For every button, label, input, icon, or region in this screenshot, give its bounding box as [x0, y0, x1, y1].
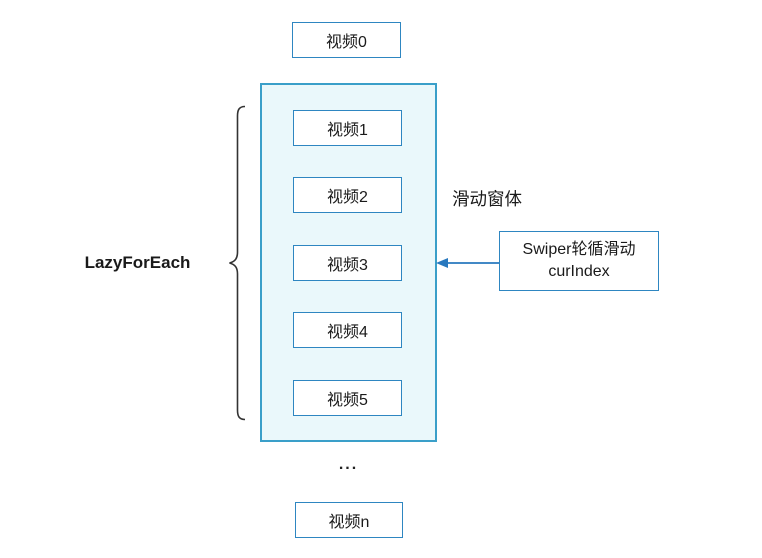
video-3-box: 视频3 [293, 245, 402, 281]
sliding-window-label: 滑动窗体 [452, 189, 522, 209]
video-0-box: 视频0 [292, 22, 401, 58]
video-0-label: 视频0 [326, 34, 367, 51]
video-5-label: 视频5 [327, 392, 368, 409]
video-4-label: 视频4 [327, 324, 368, 341]
video-4-box: 视频4 [293, 312, 402, 348]
swiper-line2: curIndex [548, 263, 610, 280]
swiper-line1: Swiper轮循滑动 [522, 241, 636, 258]
lazyforeach-label: LazyForEach [84, 253, 191, 272]
swiper-box: Swiper轮循滑动 curIndex [499, 231, 659, 291]
video-2-label: 视频2 [327, 189, 368, 206]
sliding-window-container: 视频1 视频2 视频3 视频4 视频5 [260, 83, 437, 442]
video-5-box: 视频5 [293, 380, 402, 416]
curly-brace [229, 105, 246, 421]
video-2-box: 视频2 [293, 177, 402, 213]
video-n-box: 视频n [295, 502, 403, 538]
video-n-label: 视频n [328, 514, 370, 531]
video-3-label: 视频3 [327, 257, 368, 274]
arrow-left [436, 258, 499, 268]
ellipsis: ... [338, 456, 359, 473]
video-1-label: 视频1 [327, 122, 368, 139]
video-1-box: 视频1 [293, 110, 402, 146]
